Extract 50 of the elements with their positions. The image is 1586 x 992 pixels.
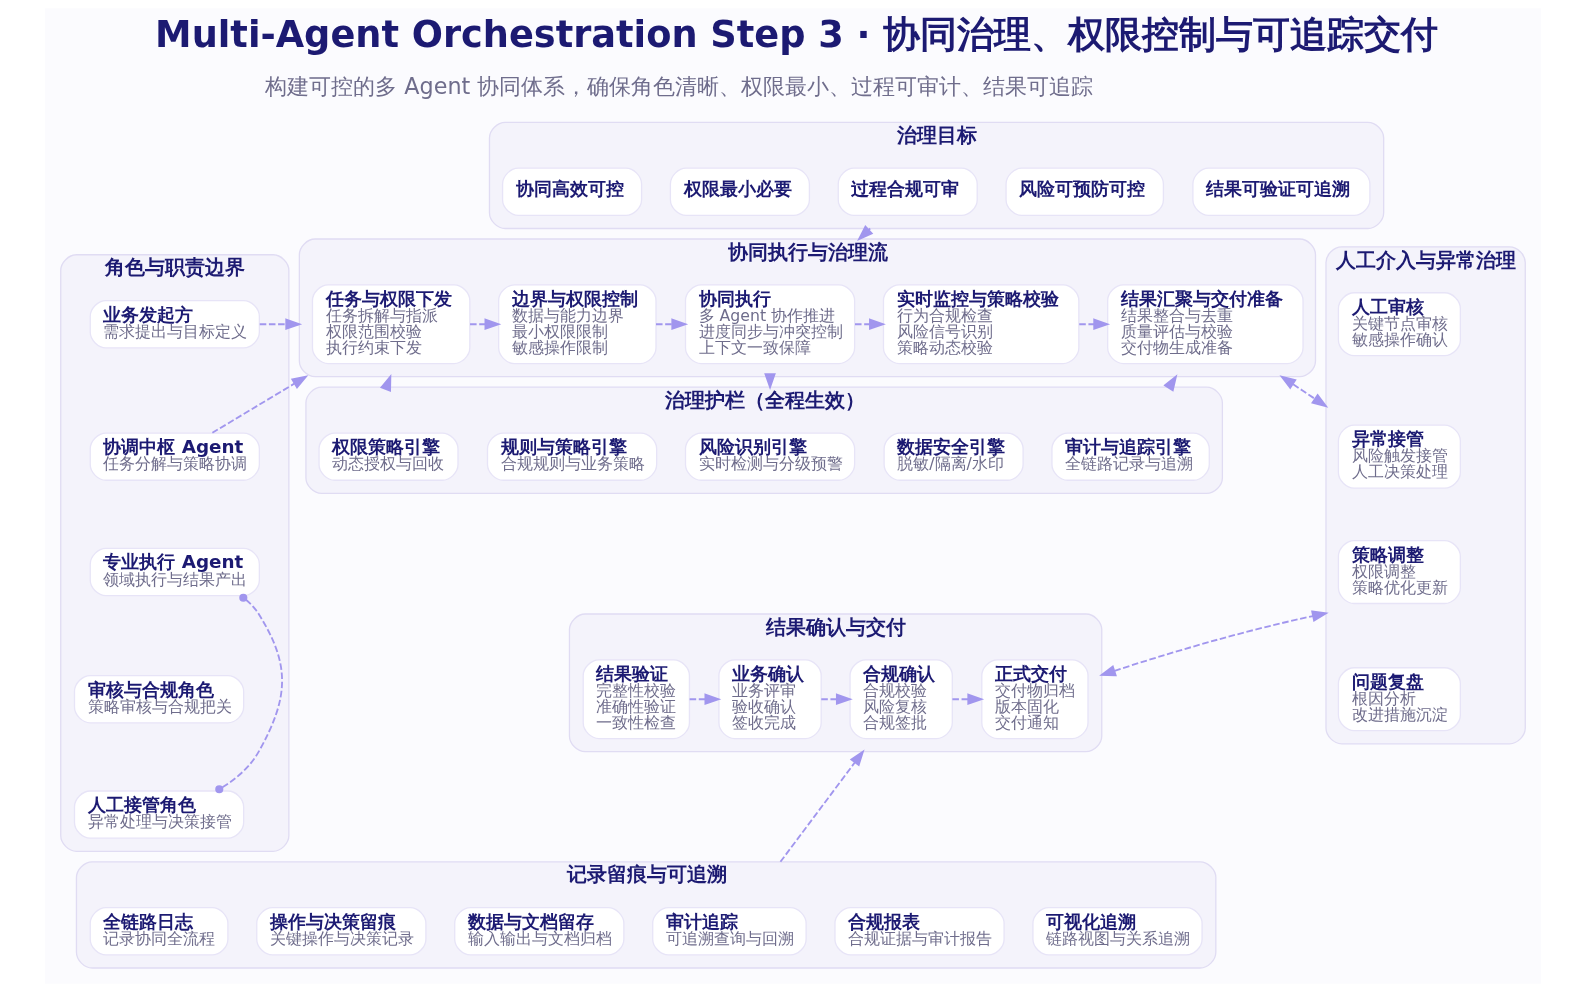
node-box: 权限策略引擎 动态授权与回收 — [318, 432, 459, 481]
node-box: 结果可验证可追溯 — [1192, 167, 1371, 217]
node-box: 权限最小必要 — [669, 167, 811, 217]
node-box: 过程合规可审 — [837, 167, 978, 217]
node-box: 协同执行 多 Agent 协作推进 进度同步与冲突控制 上下文一致保障 — [684, 284, 856, 365]
arrow — [258, 318, 303, 331]
node-box: 协调中枢 Agent 任务分解与策略协调 — [89, 432, 261, 481]
node-box: 正式交付 交付物归档 版本固化 交付通知 — [981, 659, 1089, 740]
arrow — [779, 749, 865, 863]
node-box: 实时监控与策略校验 行为合规检查 风险信号识别 策略动态校验 — [882, 284, 1080, 365]
arrow — [655, 318, 689, 331]
node-box: 数据与文档留存 输入输出与文档归档 — [454, 907, 625, 956]
node-box: 风险识别引擎 实时检测与分级预警 — [684, 432, 856, 481]
node-box: 合规确认 合规校验 风险复核 合规签批 — [849, 659, 953, 740]
node-box: 结果验证 完整性校验 准确性验证 一致性检查 — [582, 659, 691, 740]
node-box: 业务发起方 需求提出与目标定义 — [89, 300, 261, 349]
node-box: 操作与决策留痕 关键操作与决策记录 — [256, 907, 427, 956]
arrow — [854, 318, 886, 331]
connector — [215, 593, 283, 794]
node-box: 全链路日志 记录协同全流程 — [89, 907, 229, 956]
arrow — [1279, 375, 1329, 408]
label: 构建可控的多 Agent 协同体系，确保角色清晰、权限最小、过程可审计、结果可追踪 — [265, 72, 1094, 99]
arrow — [469, 318, 502, 331]
arrow — [688, 693, 722, 706]
node-box: 审计与追踪引擎 全链路记录与追溯 — [1051, 432, 1210, 481]
node-box: 人工接管角色 异常处理与决策接管 — [73, 790, 245, 839]
node-box: 风险可预防可控 — [1005, 167, 1165, 217]
arrow — [820, 693, 853, 706]
arrow — [951, 693, 985, 706]
node-box: 问题复盘 根因分析 改进措施沉淀 — [1337, 667, 1462, 732]
arrow — [857, 225, 874, 241]
node-box: 审核与合规角色 策略审核与合规把关 — [73, 674, 245, 724]
node-box: 规则与策略引擎 合规规则与业务策略 — [486, 432, 658, 481]
node-box: 结果汇聚与交付准备 结果整合与去重 质量评估与校验 交付物生成准备 — [1107, 284, 1304, 365]
node-box: 合规报表 合规证据与审计报告 — [834, 907, 1005, 956]
node-box: 人工审核 关键节点审核 敏感操作确认 — [1337, 292, 1462, 357]
node-box: 数据安全引擎 脱敏/隔离/水印 — [883, 432, 1024, 481]
diagram-title: Multi-Agent Orchestration Step 3 · 协同治理、权限控制与可追踪交付 — [155, 12, 1439, 56]
node-box: 专业执行 Agent 领域执行与结果产出 — [89, 547, 261, 597]
node-box: 任务与权限下发 任务拆解与指派 权限范围校验 执行约束下发 — [311, 284, 471, 365]
node-box: 审计追踪 可追溯查询与回溯 — [652, 907, 807, 956]
arrow — [1078, 318, 1111, 331]
node-box: 边界与权限控制 数据与能力边界 最小权限限制 敏感操作限制 — [498, 284, 657, 365]
node-box: 异常接管 风险触发接管 人工决策处理 — [1337, 424, 1462, 489]
node-box: 可视化追溯 链路视图与关系追溯 — [1032, 907, 1203, 956]
node-box: 协同高效可控 — [501, 167, 643, 217]
arrow — [1099, 610, 1329, 677]
node-box: 业务确认 业务评审 验收确认 签收完成 — [718, 659, 822, 740]
node-box: 策略调整 权限调整 策略优化更新 — [1337, 539, 1462, 605]
arrow — [211, 375, 309, 434]
